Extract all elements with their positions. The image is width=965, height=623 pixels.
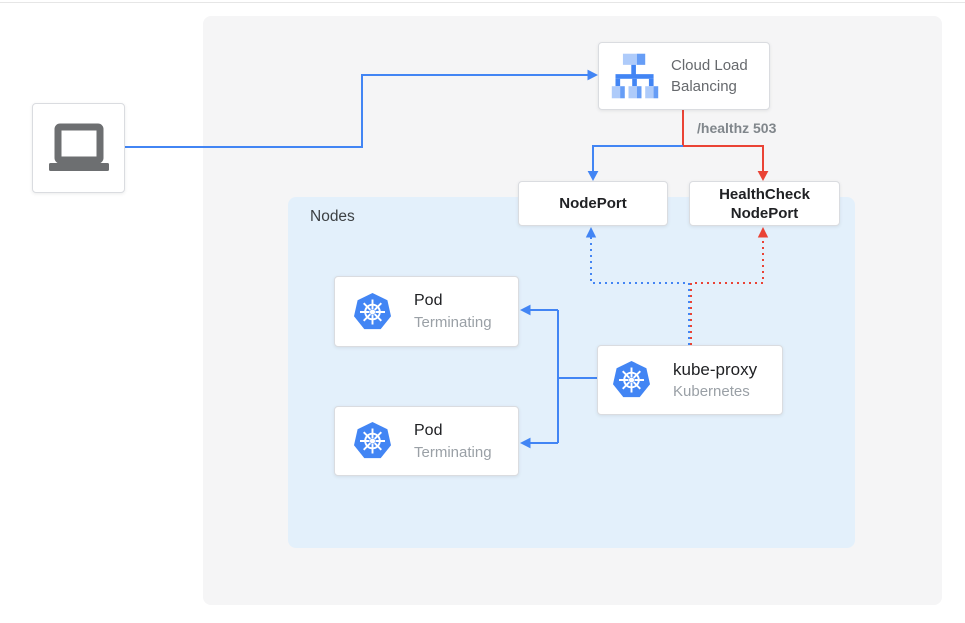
edge-user-to-clb (125, 69, 598, 148)
kubernetes-icon (354, 292, 391, 329)
top-divider (0, 2, 965, 3)
pod-box-1: Pod Terminating (334, 276, 519, 347)
cloud-load-balancing-box: Cloud Load Balancing (598, 42, 770, 110)
edge-kubeproxy-to-healthcheck-dotted (690, 227, 769, 345)
pod-title: Pod (414, 421, 443, 439)
healthz-label: /healthz 503 (697, 120, 777, 136)
pod-subtitle: Terminating (414, 314, 492, 331)
kube-proxy-text: kube-proxy Kubernetes (673, 359, 757, 402)
healthcheck-nodeport-box: HealthCheck NodePort (689, 181, 840, 226)
kubernetes-icon (354, 422, 391, 459)
edge-clb-to-healthcheck-nodeport (682, 110, 769, 181)
edge-kubeproxy-to-nodeport-dotted (585, 227, 690, 345)
kubernetes-icon (613, 361, 650, 398)
pod-text: Pod Terminating (414, 420, 492, 463)
clb-title-line2: Balancing (671, 78, 737, 95)
edge-kubeproxy-to-pods (520, 304, 597, 449)
kube-proxy-title: kube-proxy (673, 359, 758, 379)
pod-title: Pod (414, 292, 443, 309)
nodeport-box: NodePort (518, 181, 668, 226)
user-box (32, 103, 125, 193)
pod-text: Pod Terminating (414, 290, 492, 333)
kube-proxy-box: kube-proxy Kubernetes (597, 345, 783, 415)
nodes-label: Nodes (310, 208, 355, 225)
kube-proxy-subtitle: Kubernetes (673, 382, 750, 400)
nodeport-label: NodePort (559, 195, 627, 212)
clb-title-line1: Cloud Load (671, 57, 748, 74)
healthcheck-label-line1: HealthCheck (719, 185, 810, 203)
clb-title: Cloud Load Balancing (671, 55, 748, 97)
laptop-icon (48, 123, 109, 171)
load-balancer-icon (611, 53, 659, 99)
healthcheck-label-line2: NodePort (730, 204, 799, 222)
pod-box-2: Pod Terminating (334, 406, 519, 476)
pod-subtitle: Terminating (414, 443, 492, 461)
edge-clb-to-nodeport (587, 145, 683, 181)
healthcheck-nodeport-label: HealthCheck NodePort (719, 185, 810, 223)
